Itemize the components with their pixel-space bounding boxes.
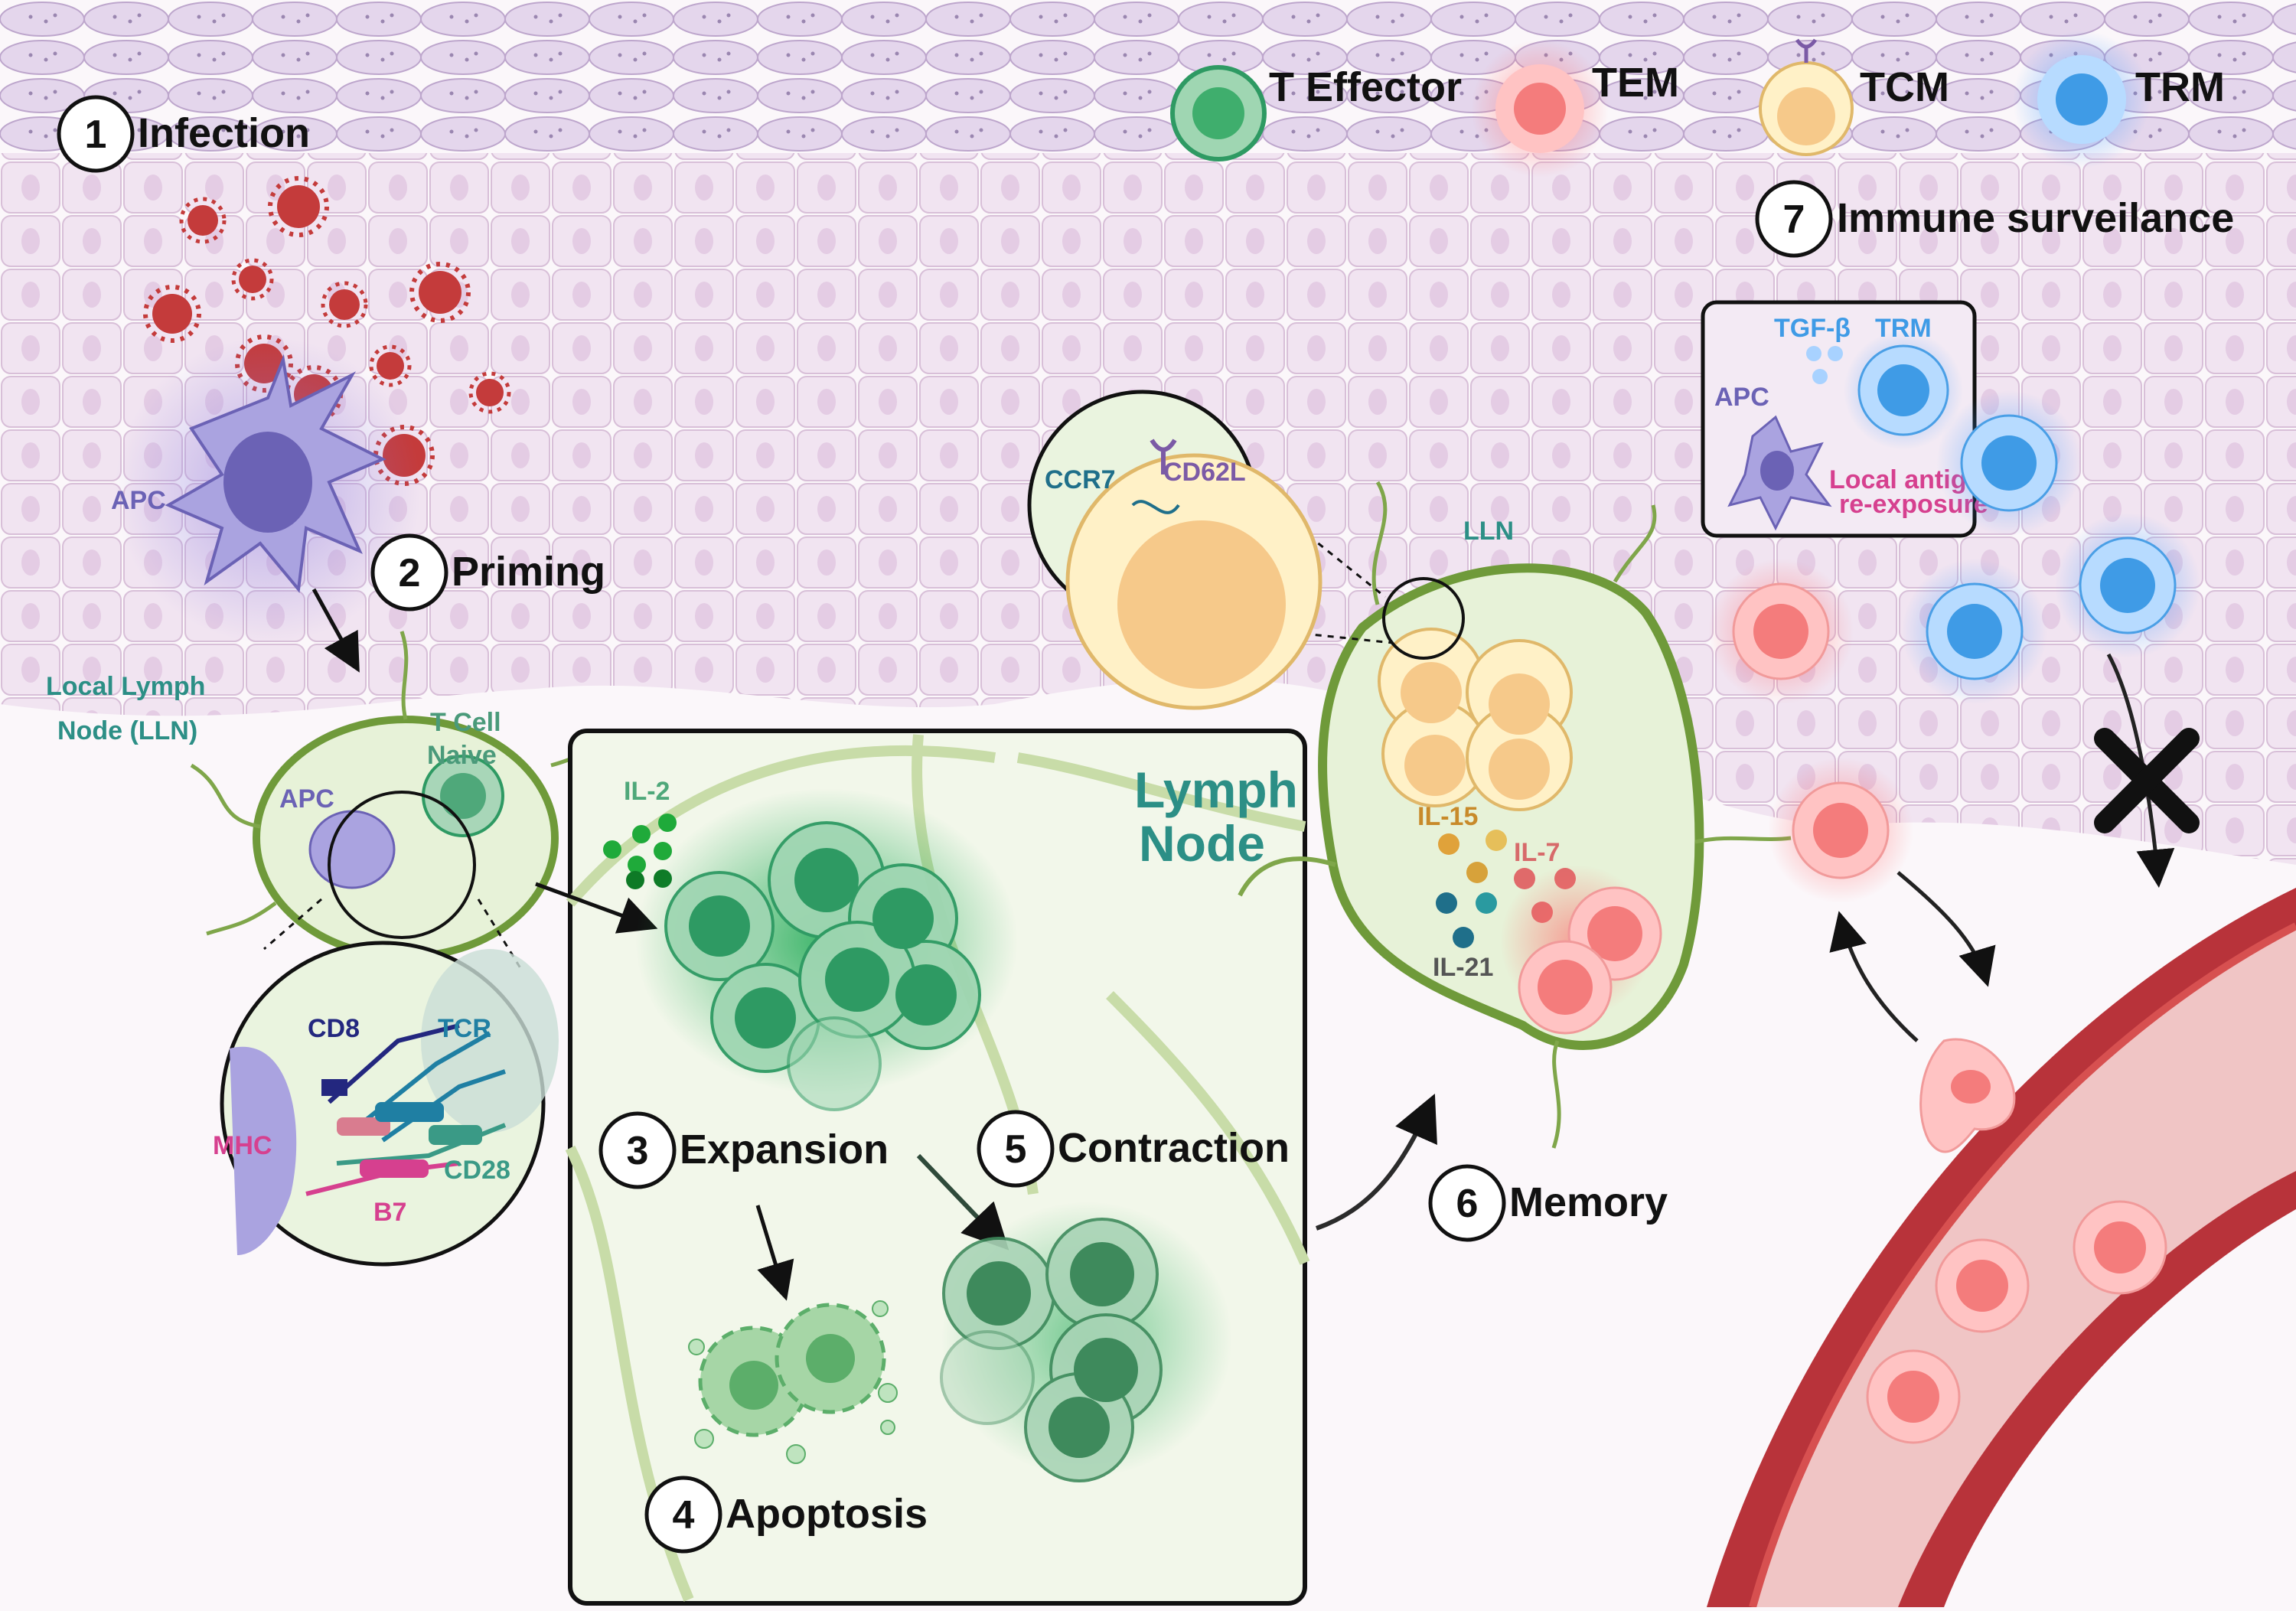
effector-cluster-expansion [635, 788, 1018, 1111]
step-6-number: 6 [1456, 1182, 1479, 1226]
virus-icon [468, 371, 511, 414]
legend-tem-icon [1471, 40, 1609, 178]
blocked-cross-icon [2094, 728, 2200, 833]
virus-icon [268, 176, 329, 237]
cd8-label: CD8 [308, 1014, 360, 1043]
arrow-lln-to-expansion [535, 882, 658, 934]
trm-cell [2055, 513, 2200, 658]
step-4-apoptosis: 4 Apoptosis [644, 1476, 928, 1554]
step-3-number: 3 [627, 1129, 649, 1173]
step-6-memory: 6 Memory [1428, 1164, 1668, 1242]
apc-skin-cell [115, 337, 421, 643]
tem-cell [1708, 559, 1854, 704]
il7-label: IL-7 [1514, 838, 1560, 867]
arrow-to-memory [1315, 1094, 1437, 1231]
virus-icon [143, 285, 201, 343]
lln-left-label-line1: Local Lymph [46, 672, 205, 701]
tcell-label-line1: T Cell [430, 708, 501, 737]
step-3-label: Expansion [680, 1127, 889, 1172]
legend-t-effector-label: T Effector [1269, 64, 1462, 110]
tem-cell [1768, 758, 1913, 903]
step-2-label: Priming [452, 549, 605, 595]
step-4-number: 4 [673, 1493, 695, 1538]
tissue-memory-cells [1708, 390, 2200, 903]
apc-lln-label: APC [279, 784, 334, 814]
cd62l-label: CD62L [1163, 458, 1246, 487]
b7-label: B7 [373, 1198, 406, 1227]
step-7-immune-surveillance: 7 Immune surveilance [1755, 180, 2234, 258]
tgfb-label: TGF-β [1774, 314, 1851, 343]
trm-inset-label: TRM [1875, 314, 1932, 343]
cd28-label: CD28 [444, 1156, 510, 1185]
apc-skin-label: APC [111, 486, 166, 515]
local-lymph-node-right [1238, 481, 1792, 1149]
synapse-zoom [220, 898, 559, 1267]
reexposure-inset [1701, 300, 1977, 538]
arrow-apc-to-lln [311, 588, 360, 673]
lln-left-label-line2: Node (LLN) [57, 716, 197, 745]
virus-icon [179, 197, 227, 244]
lymph-node-label-line2: Node [1139, 815, 1265, 872]
ccr7-label: CCR7 [1045, 465, 1116, 494]
lymph-node-label-line1: Lymph [1134, 761, 1298, 818]
tcm-zoom [1027, 390, 1394, 710]
step-5-label: Contraction [1058, 1125, 1290, 1171]
apc-inset-label: APC [1714, 383, 1769, 412]
step-6-label: Memory [1509, 1179, 1668, 1225]
legend-trm-label: TRM [2135, 64, 2225, 110]
mhc-label: MHC [213, 1131, 272, 1160]
arrow-tem-to-vessel [1896, 871, 1996, 987]
legend-t-effector-icon [1170, 65, 1267, 161]
virus-icon [409, 262, 471, 323]
tcell-label-line2: Naive [427, 741, 497, 770]
il2-label: IL-2 [624, 777, 670, 806]
legend-tem-label: TEM [1592, 60, 1679, 106]
il21-label: IL-21 [1433, 953, 1493, 982]
virus-icon [321, 281, 368, 328]
il15-label: IL-15 [1417, 802, 1478, 831]
trm-cell [1902, 559, 2047, 704]
arrow-to-apoptosis [755, 1205, 794, 1301]
step-2-number: 2 [399, 551, 421, 595]
step-3-expansion: 3 Expansion [598, 1111, 889, 1189]
tem-cells-in-lln [1500, 865, 1662, 1035]
legend-trm-icon [2013, 31, 2151, 168]
step-5-contraction: 5 Contraction [977, 1110, 1290, 1188]
tcr-label: TCR [438, 1014, 491, 1043]
virus-icon [231, 258, 274, 301]
step-7-label: Immune surveilance [1837, 195, 2234, 241]
trm-cell [1936, 390, 2082, 536]
step-1-number: 1 [85, 113, 107, 157]
local-lymph-node-left [190, 631, 628, 960]
blood-vessel [1707, 888, 2296, 1609]
effector-cluster-contraction [940, 1202, 1232, 1482]
arrow-vessel-to-tem [1829, 911, 1919, 1042]
arrow-to-contraction [916, 1153, 1009, 1251]
step-4-label: Apoptosis [726, 1491, 928, 1537]
arrow-trm-blocked [2106, 653, 2175, 888]
step-1-label: Infection [138, 110, 310, 156]
step-1-infection: 1 Infection [57, 95, 310, 173]
legend-tcm-icon [1759, 38, 1854, 156]
apoptotic-cells [688, 1300, 898, 1464]
legend-tcm-label: TCM [1860, 64, 1949, 110]
step-5-number: 5 [1005, 1127, 1027, 1172]
virus-icon [369, 344, 412, 387]
lln-right-label: LLN [1463, 517, 1514, 546]
step-7-number: 7 [1783, 197, 1805, 242]
step-2-priming: 2 Priming [370, 533, 605, 611]
legend: T Effector TEM TCM TRM [1170, 31, 2225, 178]
